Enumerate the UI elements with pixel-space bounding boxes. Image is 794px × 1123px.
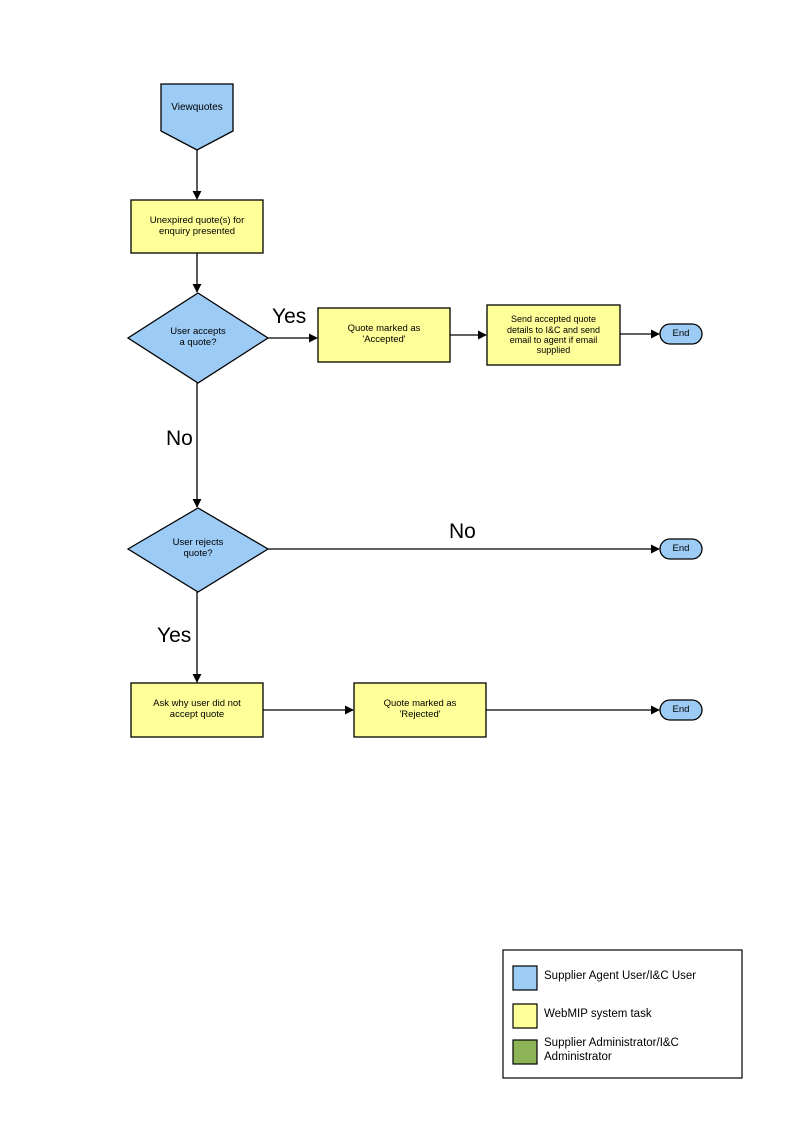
node-terminator-end-2[interactable] — [659, 538, 703, 560]
edge-label-no-rejects: No — [449, 520, 476, 543]
node-process-ask-why-not-accepted[interactable] — [130, 682, 264, 738]
legend-swatch-webmip-system-task — [512, 1003, 538, 1029]
node-start-viewquotes[interactable] — [160, 83, 234, 151]
node-process-quote-marked-accepted[interactable] — [317, 307, 451, 363]
node-decision-user-rejects-quote[interactable] — [126, 507, 270, 593]
edge-label-no-accepts: No — [166, 427, 193, 450]
node-terminator-end-3[interactable] — [659, 699, 703, 721]
node-terminator-end-1[interactable] — [659, 323, 703, 345]
node-process-quote-marked-rejected[interactable] — [353, 682, 487, 738]
legend-label-webmip-system-task: WebMIP system task — [544, 1008, 652, 1020]
edge-label-yes-rejects: Yes — [157, 624, 192, 647]
node-decision-user-accepts-quote[interactable] — [126, 292, 270, 384]
legend-swatch-supplier-agent-user — [512, 965, 538, 991]
node-process-send-accepted-details[interactable] — [486, 304, 621, 366]
node-process-unexpired-quotes[interactable] — [130, 199, 264, 254]
edge-label-yes-accepts: Yes — [272, 305, 307, 328]
connector-group — [192, 148, 660, 715]
legend-frame — [502, 949, 743, 1079]
legend-label-supplier-administrator: Supplier Administrator/I&C Administrator — [544, 1037, 679, 1063]
legend-swatch-supplier-administrator — [512, 1039, 538, 1065]
legend-label-supplier-agent-user: Supplier Agent User/I&C User — [544, 970, 697, 982]
